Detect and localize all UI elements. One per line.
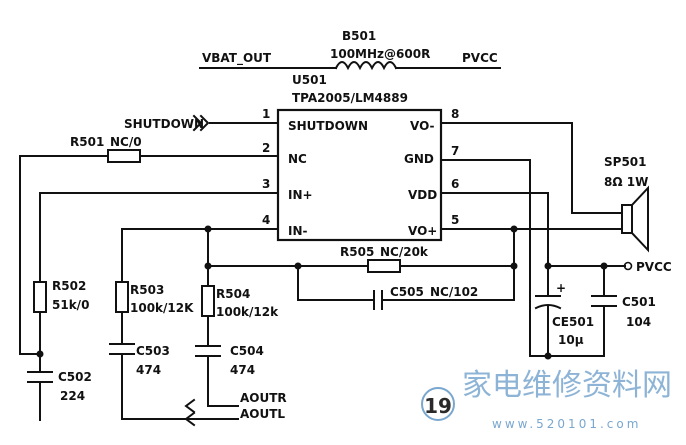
pvcc-top-label: PVCC: [462, 51, 498, 65]
pin3-name: IN+: [288, 188, 313, 202]
sp501-value: 8Ω 1W: [604, 175, 648, 189]
r505-label: R505: [340, 245, 374, 259]
shutdown-arrow: [192, 114, 210, 132]
aoutr-arrow: [184, 398, 196, 414]
sp501-label: SP501: [604, 155, 647, 169]
u501-label: U501: [292, 73, 327, 87]
ce501-polarity: +: [556, 281, 566, 295]
ce501-value: 10μ: [558, 333, 584, 347]
aoutl-arrow: [184, 411, 196, 427]
speaker-cone: [630, 185, 649, 253]
ic-part-label: TPA2005/LM4889: [292, 91, 408, 105]
shutdown-net-label: SHUTDOWN: [124, 117, 204, 131]
junction-dot: [544, 262, 552, 270]
r503-value: 100k/12K: [130, 301, 194, 315]
pin2-number: 2: [262, 141, 270, 155]
pin4-name: IN-: [288, 224, 308, 238]
c504-value: 474: [230, 363, 255, 377]
junction-dot: [544, 352, 552, 360]
pin2-name: NC: [288, 152, 307, 166]
speaker-body: [621, 204, 633, 234]
aoutr-label: AOUTR: [240, 391, 287, 405]
c501-value: 104: [626, 315, 651, 329]
c501-label: C501: [622, 295, 656, 309]
pin8-number: 8: [451, 107, 459, 121]
c505-label: C505: [390, 285, 424, 299]
watermark-badge-ring: [421, 387, 455, 421]
pin1-number: 1: [262, 107, 270, 121]
pin6-number: 6: [451, 177, 459, 191]
c502-value: 224: [60, 389, 85, 403]
watermark-site-name: 家电维修资料网: [462, 368, 672, 403]
c504-label: C504: [230, 344, 264, 358]
r503-resistor: [115, 281, 129, 313]
r502-value: 51k/0: [52, 298, 89, 312]
watermark: 19 家电维修资料网 www.520101.com: [421, 368, 672, 431]
junction-dot: [204, 262, 212, 270]
pin7-name: GND: [404, 152, 434, 166]
r504-value: 100k/12k: [216, 305, 279, 319]
aoutl-label: AOUTL: [240, 407, 285, 421]
c503-value: 474: [136, 363, 161, 377]
watermark-url: www.520101.com: [492, 417, 641, 431]
b501-label: B501: [342, 29, 376, 43]
pin5-number: 5: [451, 213, 459, 227]
b501-inductor: [334, 61, 398, 71]
r501-resistor: [107, 149, 141, 163]
c505-value: NC/102: [430, 285, 478, 299]
pin8-name: VO-: [410, 119, 435, 133]
ic-u501-body: [276, 108, 443, 242]
r505-resistor: [367, 259, 401, 273]
pin4-number: 4: [262, 213, 270, 227]
ce501-label: CE501: [552, 315, 594, 329]
pvcc-terminal: [623, 261, 633, 271]
junction-dot: [600, 262, 608, 270]
pin7-number: 7: [451, 144, 459, 158]
r503-label: R503: [130, 283, 164, 297]
c503-label: C503: [136, 344, 170, 358]
vbat-out-label: VBAT_OUT: [202, 51, 272, 66]
watermark-badge: 19: [424, 394, 452, 418]
r505-value: NC/20k: [380, 245, 429, 259]
c502-label: C502: [58, 370, 92, 384]
junction-dot: [204, 225, 212, 233]
junction-dot: [294, 262, 302, 270]
b501-value: 100MHz@600R: [330, 47, 430, 61]
junction-dot: [510, 225, 518, 233]
r504-label: R504: [216, 287, 250, 301]
pin1-name: SHUTDOWN: [288, 119, 368, 133]
r501-label: R501: [70, 135, 104, 149]
pin3-number: 3: [262, 177, 270, 191]
r504-resistor: [201, 285, 215, 317]
pin5-name: VO+: [408, 224, 437, 238]
pvcc-right-label: PVCC: [636, 260, 672, 274]
junction-dot: [510, 262, 518, 270]
r502-label: R502: [52, 279, 86, 293]
junction-dot: [36, 350, 44, 358]
r501-value: NC/0: [110, 135, 142, 149]
pin6-name: VDD: [408, 188, 437, 202]
r502-resistor: [33, 281, 47, 313]
